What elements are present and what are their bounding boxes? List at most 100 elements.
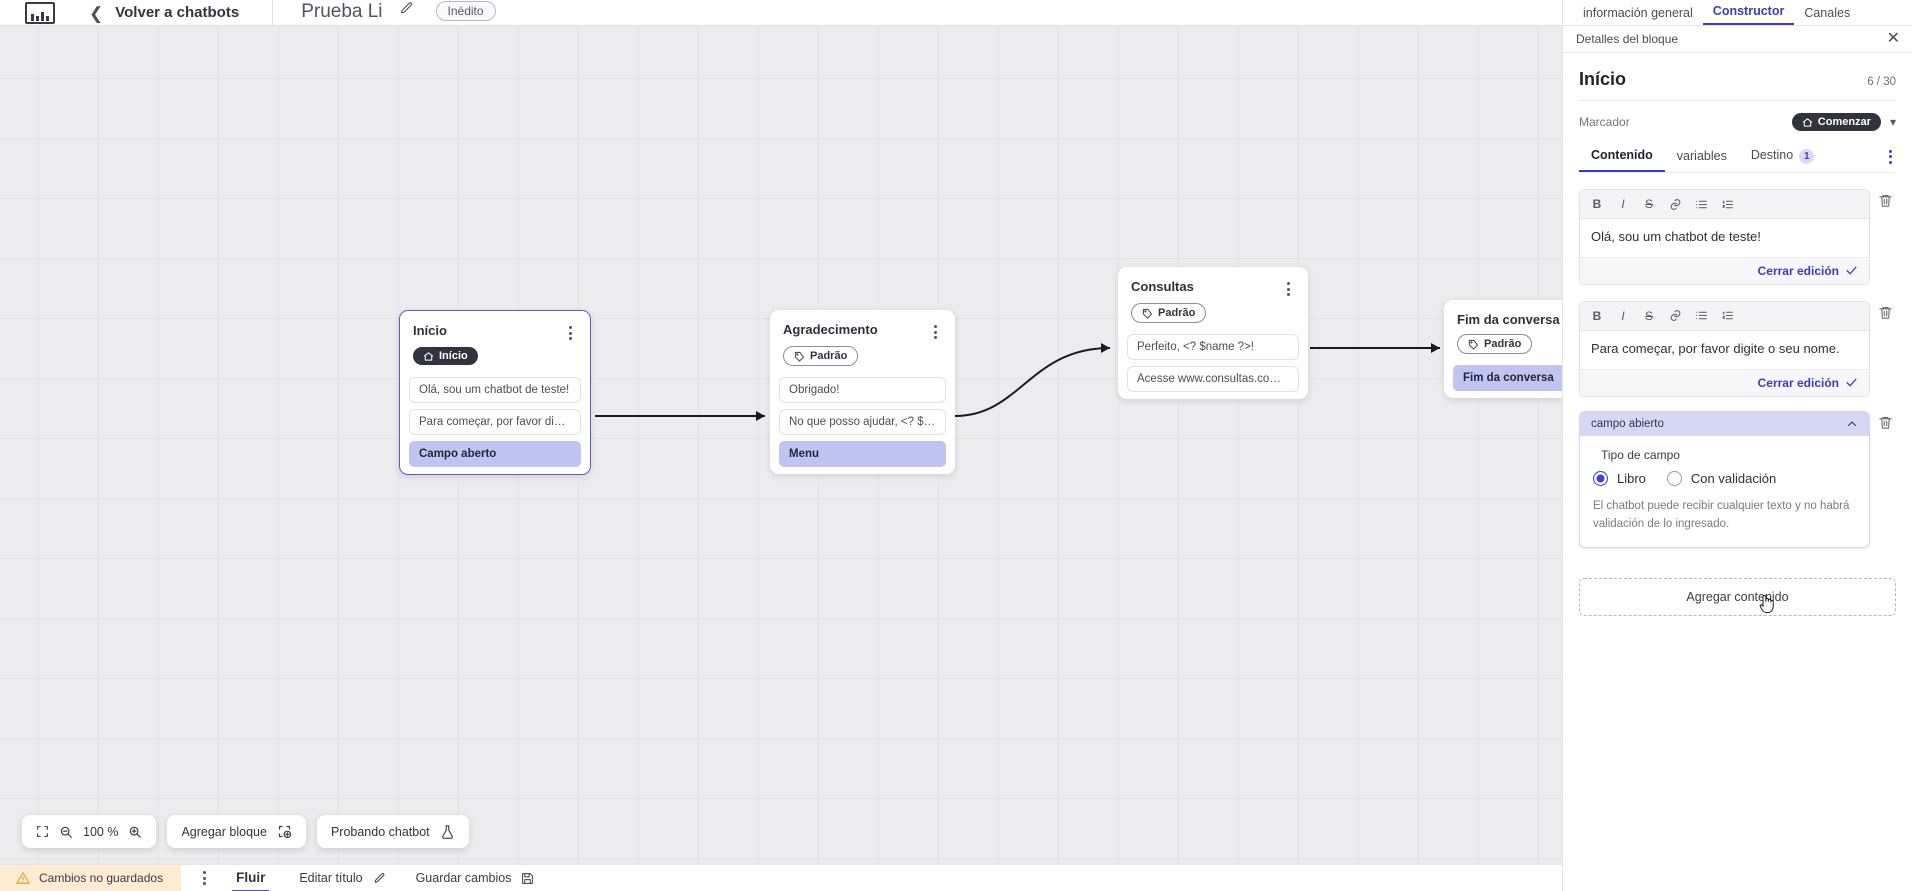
node-chip-padrao: Padrão <box>783 346 859 366</box>
kebab-menu-icon[interactable] <box>928 322 942 339</box>
italic-icon[interactable]: I <box>1621 308 1625 323</box>
flask-icon <box>440 824 455 840</box>
page-title: Prueba Li <box>301 1 383 22</box>
save-changes-label: Guardar cambios <box>415 871 512 885</box>
pencil-icon[interactable] <box>399 1 414 21</box>
bullet-list-icon[interactable] <box>1688 306 1714 326</box>
back-to-chatbots-link[interactable]: Volver a chatbots <box>115 4 240 21</box>
zoom-controls[interactable]: 100 % <box>22 815 157 848</box>
editor-text[interactable]: Olá, sou um chatbot de teste! <box>1591 229 1761 244</box>
editor-text[interactable]: Para começar, por favor digite o seu nom… <box>1591 340 1840 356</box>
list-item[interactable]: Obrigado! <box>779 376 946 403</box>
bullet-list-icon[interactable] <box>1688 194 1714 214</box>
tab-canales[interactable]: Canales <box>1804 6 1851 20</box>
check-icon[interactable] <box>1845 264 1858 277</box>
marker-controls: Comenzar ▾ <box>1791 113 1896 131</box>
top-bar: ❮ Volver a chatbots Prueba Li Inédito <box>0 0 1562 26</box>
flow-node-agradecimento[interactable]: Agradecimento Padrão Obrigado! No que po… <box>770 310 955 474</box>
bold-icon[interactable]: B <box>1592 308 1602 323</box>
strikethrough-icon[interactable]: S <box>1644 197 1653 211</box>
node-chip-row: Padrão <box>1444 327 1562 355</box>
trash-icon[interactable] <box>1878 411 1896 435</box>
rich-text-editor[interactable]: B I S Para começar, por favor di <box>1579 300 1870 397</box>
node-item-list: Olá, sou um chatbot de teste! Para começ… <box>400 367 590 467</box>
close-edit-link[interactable]: Cerrar edición <box>1757 375 1839 390</box>
radio-libro-label: Libro <box>1617 470 1646 486</box>
rich-text-editor[interactable]: B I S Olá, sou um chatbot de tes <box>1579 189 1870 285</box>
trash-icon[interactable] <box>1878 301 1896 325</box>
close-edit-link[interactable]: Cerrar edición <box>1757 263 1839 278</box>
tab-variables[interactable]: variables <box>1676 149 1727 163</box>
add-content-button[interactable]: Agregar contenido <box>1579 578 1896 617</box>
node-title: Fim da conversa <box>1457 312 1560 327</box>
editor-toolbar: B I S <box>1580 190 1869 219</box>
open-field-header[interactable]: campo abierto <box>1580 411 1869 436</box>
node-chip-row: Início <box>400 340 590 367</box>
list-item[interactable]: Olá, sou um chatbot de teste! <box>409 376 581 403</box>
link-icon[interactable] <box>1662 194 1688 214</box>
numbered-list-icon[interactable] <box>1714 306 1740 326</box>
flow-node-consultas[interactable]: Consultas Padrão Perfeito, <? $name ?>! … <box>1118 267 1308 399</box>
open-field-title: campo abierto <box>1591 417 1664 430</box>
status-badge: Inédito <box>435 1 496 21</box>
zoom-in-icon[interactable] <box>128 825 142 839</box>
list-item[interactable]: Para começar, por favor digite o ... <box>409 408 581 435</box>
add-block-icon <box>277 824 292 839</box>
italic-icon[interactable]: I <box>1621 197 1625 211</box>
close-icon[interactable]: ✕ <box>1886 30 1900 47</box>
marker-chip-comenzar[interactable]: Comenzar <box>1791 113 1881 131</box>
tag-icon <box>794 351 804 362</box>
radio-libro[interactable] <box>1593 470 1608 486</box>
save-disk-icon <box>521 872 534 885</box>
strikethrough-icon[interactable]: S <box>1644 308 1653 323</box>
list-item[interactable]: Fim da conversa <box>1453 364 1562 391</box>
edit-title-label: Editar título <box>299 871 363 885</box>
kebab-menu-icon[interactable] <box>1281 279 1295 296</box>
zoom-level-label: 100 % <box>83 824 119 839</box>
bold-icon[interactable]: B <box>1592 197 1602 211</box>
test-chatbot-button[interactable]: Probando chatbot <box>316 815 469 848</box>
flow-node-inicio[interactable]: Início Início Olá, sou um chatbot de tes… <box>399 310 591 475</box>
check-icon[interactable] <box>1845 376 1858 389</box>
radio-con-validacion[interactable] <box>1666 470 1682 486</box>
chevron-up-icon[interactable] <box>1846 418 1858 430</box>
node-item-list: Perfeito, <? $name ?>! Acesse www.consul… <box>1118 324 1308 392</box>
panel-body: Início 6 / 30 Marcador Comenzar ▾ Conten… <box>1563 53 1912 617</box>
tab-informacion-general[interactable]: información general <box>1583 6 1693 20</box>
link-icon[interactable] <box>1662 306 1688 326</box>
open-field-body: Tipo de campo Libro Con validación El ch… <box>1580 436 1869 548</box>
app-logo-icon <box>25 2 55 24</box>
node-chip-label: Padrão <box>810 350 848 362</box>
numbered-list-icon[interactable] <box>1714 194 1740 214</box>
zoom-out-icon[interactable] <box>59 825 73 839</box>
block-title-row: Início 6 / 30 <box>1579 53 1896 101</box>
kebab-menu-icon[interactable] <box>203 871 207 885</box>
tab-fluir[interactable]: Fluir <box>232 865 270 891</box>
flow-canvas[interactable]: Início Início Olá, sou um chatbot de tes… <box>0 26 1562 864</box>
tab-constructor[interactable]: Constructor <box>1702 4 1795 25</box>
edit-title-button[interactable]: Editar título <box>299 871 385 885</box>
tab-contenido[interactable]: Contenido <box>1579 141 1665 172</box>
node-item-list: Fim da conversa <box>1444 355 1562 391</box>
list-item[interactable]: Menu <box>779 440 946 467</box>
fit-screen-icon[interactable] <box>36 825 49 838</box>
list-item[interactable]: No que posso ajudar, <? $name ... <box>779 408 946 435</box>
list-item[interactable]: Campo aberto <box>409 440 581 467</box>
content-editor-block: B I S Para começar, por favor di <box>1579 300 1896 397</box>
toolbar-divider <box>272 0 274 25</box>
save-changes-button[interactable]: Guardar cambios <box>416 871 535 885</box>
flow-node-fim-da-conversa[interactable]: Fim da conversa Padrão Fim da conversa <box>1444 300 1562 398</box>
kebab-menu-icon[interactable] <box>563 323 577 340</box>
list-item[interactable]: Perfeito, <? $name ?>! <box>1127 333 1299 360</box>
canvas-floating-toolbar: 100 % Agregar bloque Probando chatbot <box>22 815 469 848</box>
list-item[interactable]: Acesse www.consultas.com par... <box>1127 365 1299 392</box>
kebab-menu-icon[interactable] <box>1889 149 1896 164</box>
node-header: Fim da conversa <box>1444 300 1562 327</box>
trash-icon[interactable] <box>1878 189 1896 213</box>
node-chip-label: Início <box>439 350 468 362</box>
add-block-button[interactable]: Agregar bloque <box>167 815 306 848</box>
chevron-left-icon[interactable]: ❮ <box>89 4 104 23</box>
chevron-down-icon[interactable]: ▾ <box>1889 115 1896 129</box>
